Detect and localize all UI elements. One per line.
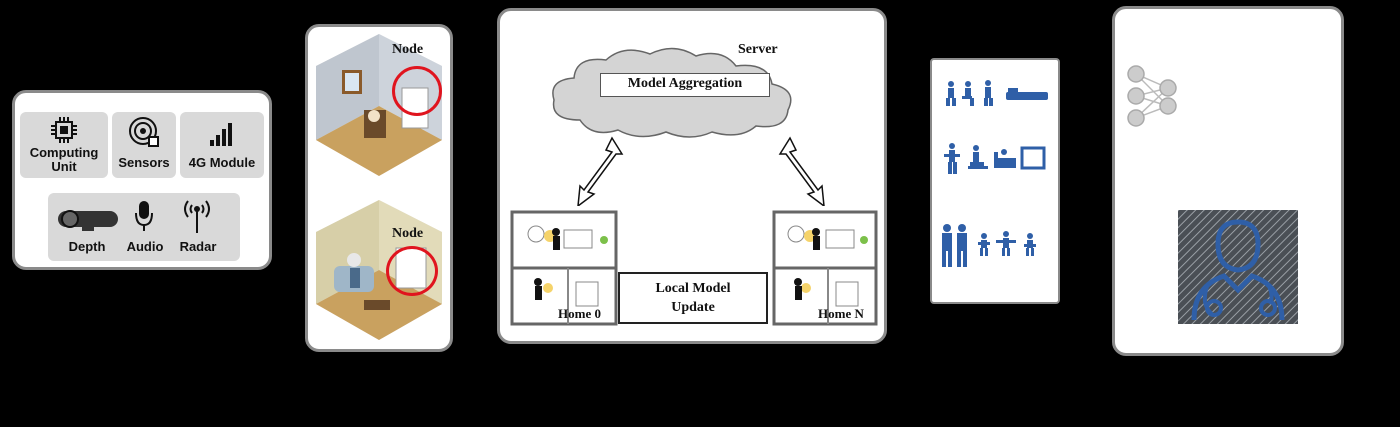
sensor-icon (129, 117, 159, 147)
sensor-highlight-circle-top (392, 66, 442, 116)
computing-unit-tile: Computing Unit (20, 112, 108, 178)
local-model-update-label: Local Model Update (655, 281, 731, 315)
home-n-floorplan (770, 206, 880, 330)
sync-arrow-left (577, 136, 624, 208)
neural-network-icon (1127, 65, 1177, 127)
4g-module-label: 4G Module (188, 155, 256, 170)
signal-bars-icon (210, 123, 232, 146)
sensor-row-tile: Depth Audio Radar (48, 193, 240, 261)
home-0-label: Home 0 (558, 306, 601, 321)
sensors-label: Sensors (118, 155, 170, 170)
home-0-floorplan (508, 206, 620, 330)
microphone-icon (135, 201, 153, 231)
4g-module-tile: 4G Module (180, 112, 264, 178)
sync-arrow-right (778, 136, 825, 208)
depth-label: Depth (68, 239, 106, 254)
activity-icons-row-3 (942, 224, 1036, 267)
doctor-icon (1178, 210, 1298, 324)
model-aggregation-label: Model Aggregation (627, 76, 743, 91)
activity-icons-row-2 (944, 143, 1046, 174)
home-n-label: Home N (818, 306, 864, 321)
radar-label: Radar (179, 239, 217, 254)
radar-antenna-icon (184, 200, 210, 233)
model-aggregation-box (600, 73, 770, 97)
computing-unit-label: Computing Unit (29, 145, 99, 174)
chip-icon (51, 117, 77, 143)
audio-label: Audio (126, 239, 164, 254)
server-label: Server (738, 42, 778, 57)
activity-icons-row-1 (946, 80, 1048, 106)
node-top-label: Node (392, 42, 424, 57)
depth-camera-icon (58, 210, 118, 231)
sensors-tile: Sensors (112, 112, 176, 178)
node-bottom-label: Node (392, 226, 424, 241)
local-model-update-box (618, 272, 768, 324)
sensor-highlight-circle-bottom (386, 246, 438, 296)
